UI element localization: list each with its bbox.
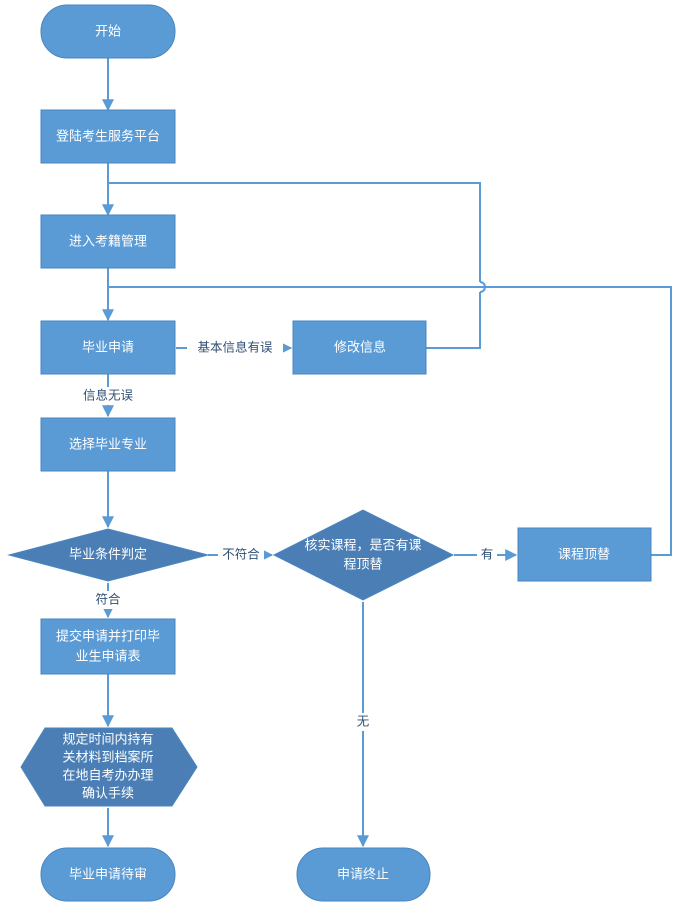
label-bg-none bbox=[354, 713, 372, 731]
node-modify-info: 修改信息 bbox=[292, 320, 427, 375]
enter-records-process-shape bbox=[40, 214, 176, 269]
verify-label-line2: 程顶替 bbox=[343, 558, 382, 573]
edge-labels: 基本信息有误 信息无误 不符合 符合 有 无 bbox=[78, 339, 497, 731]
node-deliver-materials: 规定时间内持有 关材料到档案所 在地自考办办理 确认手续 bbox=[20, 727, 198, 807]
label-info-ok: 信息无误 bbox=[83, 388, 134, 403]
label-not-meet: 不符合 bbox=[222, 547, 260, 562]
condition-check-label: 毕业条件判定 bbox=[69, 547, 147, 563]
login-label: 登陆考生服务平台 bbox=[56, 129, 160, 145]
label-bg-info-ok bbox=[78, 387, 138, 405]
start-terminal-shape bbox=[40, 4, 176, 59]
label-has: 有 bbox=[481, 547, 494, 562]
submit-label-line1: 提交申请并打印毕 bbox=[56, 629, 160, 645]
terminate-label: 申请终止 bbox=[337, 867, 389, 883]
deliver-label-line3: 在地自考办办理 bbox=[62, 769, 153, 784]
verify-decision-shape bbox=[272, 509, 455, 601]
deliver-preparation-shape bbox=[20, 727, 198, 807]
modify-info-process-shape bbox=[292, 320, 427, 375]
submit-process-shape bbox=[40, 618, 176, 675]
select-major-label: 选择毕业专业 bbox=[69, 438, 147, 453]
graduation-apply-label: 毕业申请 bbox=[82, 341, 134, 356]
node-pending: 毕业申请待审 bbox=[40, 847, 176, 902]
deliver-label-line4: 确认手续 bbox=[82, 787, 134, 802]
pending-label: 毕业申请待审 bbox=[69, 868, 147, 883]
label-bg-info-error bbox=[187, 339, 283, 357]
node-start: 开始 bbox=[40, 4, 176, 59]
edge-replace-loop bbox=[108, 286, 672, 556]
label-bg-not-meet bbox=[218, 546, 264, 564]
node-verify-courses: 核实课程，是否有课 程顶替 bbox=[272, 509, 455, 601]
deliver-label-line2: 关材料到档案所 bbox=[62, 751, 153, 766]
start-label: 开始 bbox=[95, 25, 121, 40]
connectors bbox=[102, 58, 672, 848]
label-bg-meet bbox=[91, 591, 125, 609]
submit-label-line2: 业生申请表 bbox=[75, 650, 140, 665]
select-major-process-shape bbox=[40, 417, 176, 472]
edge-modify-up bbox=[426, 292, 481, 349]
node-graduation-apply: 毕业申请 bbox=[40, 320, 176, 375]
graduation-apply-process-shape bbox=[40, 320, 176, 375]
label-bg-has bbox=[477, 546, 497, 564]
terminate-terminal-shape bbox=[296, 847, 431, 902]
modify-info-label: 修改信息 bbox=[334, 340, 386, 356]
node-condition-check: 毕业条件判定 bbox=[7, 528, 210, 582]
node-login: 登陆考生服务平台 bbox=[40, 109, 176, 164]
label-none: 无 bbox=[357, 714, 370, 729]
node-submit-application: 提交申请并打印毕 业生申请表 bbox=[40, 618, 176, 675]
verify-label-line1: 核实课程，是否有课 bbox=[304, 539, 421, 554]
enter-records-label: 进入考籍管理 bbox=[69, 234, 147, 250]
node-select-major: 选择毕业专业 bbox=[40, 417, 176, 472]
course-replace-process-shape bbox=[517, 527, 652, 582]
pending-terminal-shape bbox=[40, 847, 176, 902]
label-info-error: 基本信息有误 bbox=[197, 340, 273, 355]
label-meet: 符合 bbox=[95, 592, 121, 607]
deliver-label-line1: 规定时间内持有 bbox=[62, 732, 153, 748]
node-course-replace: 课程顶替 bbox=[517, 527, 652, 582]
node-enter-records: 进入考籍管理 bbox=[40, 214, 176, 269]
node-terminate: 申请终止 bbox=[296, 847, 431, 902]
condition-decision-shape bbox=[7, 528, 210, 582]
login-process-shape bbox=[40, 109, 176, 164]
course-replace-label: 课程顶替 bbox=[558, 548, 610, 563]
edge-modify-loop bbox=[108, 182, 481, 282]
